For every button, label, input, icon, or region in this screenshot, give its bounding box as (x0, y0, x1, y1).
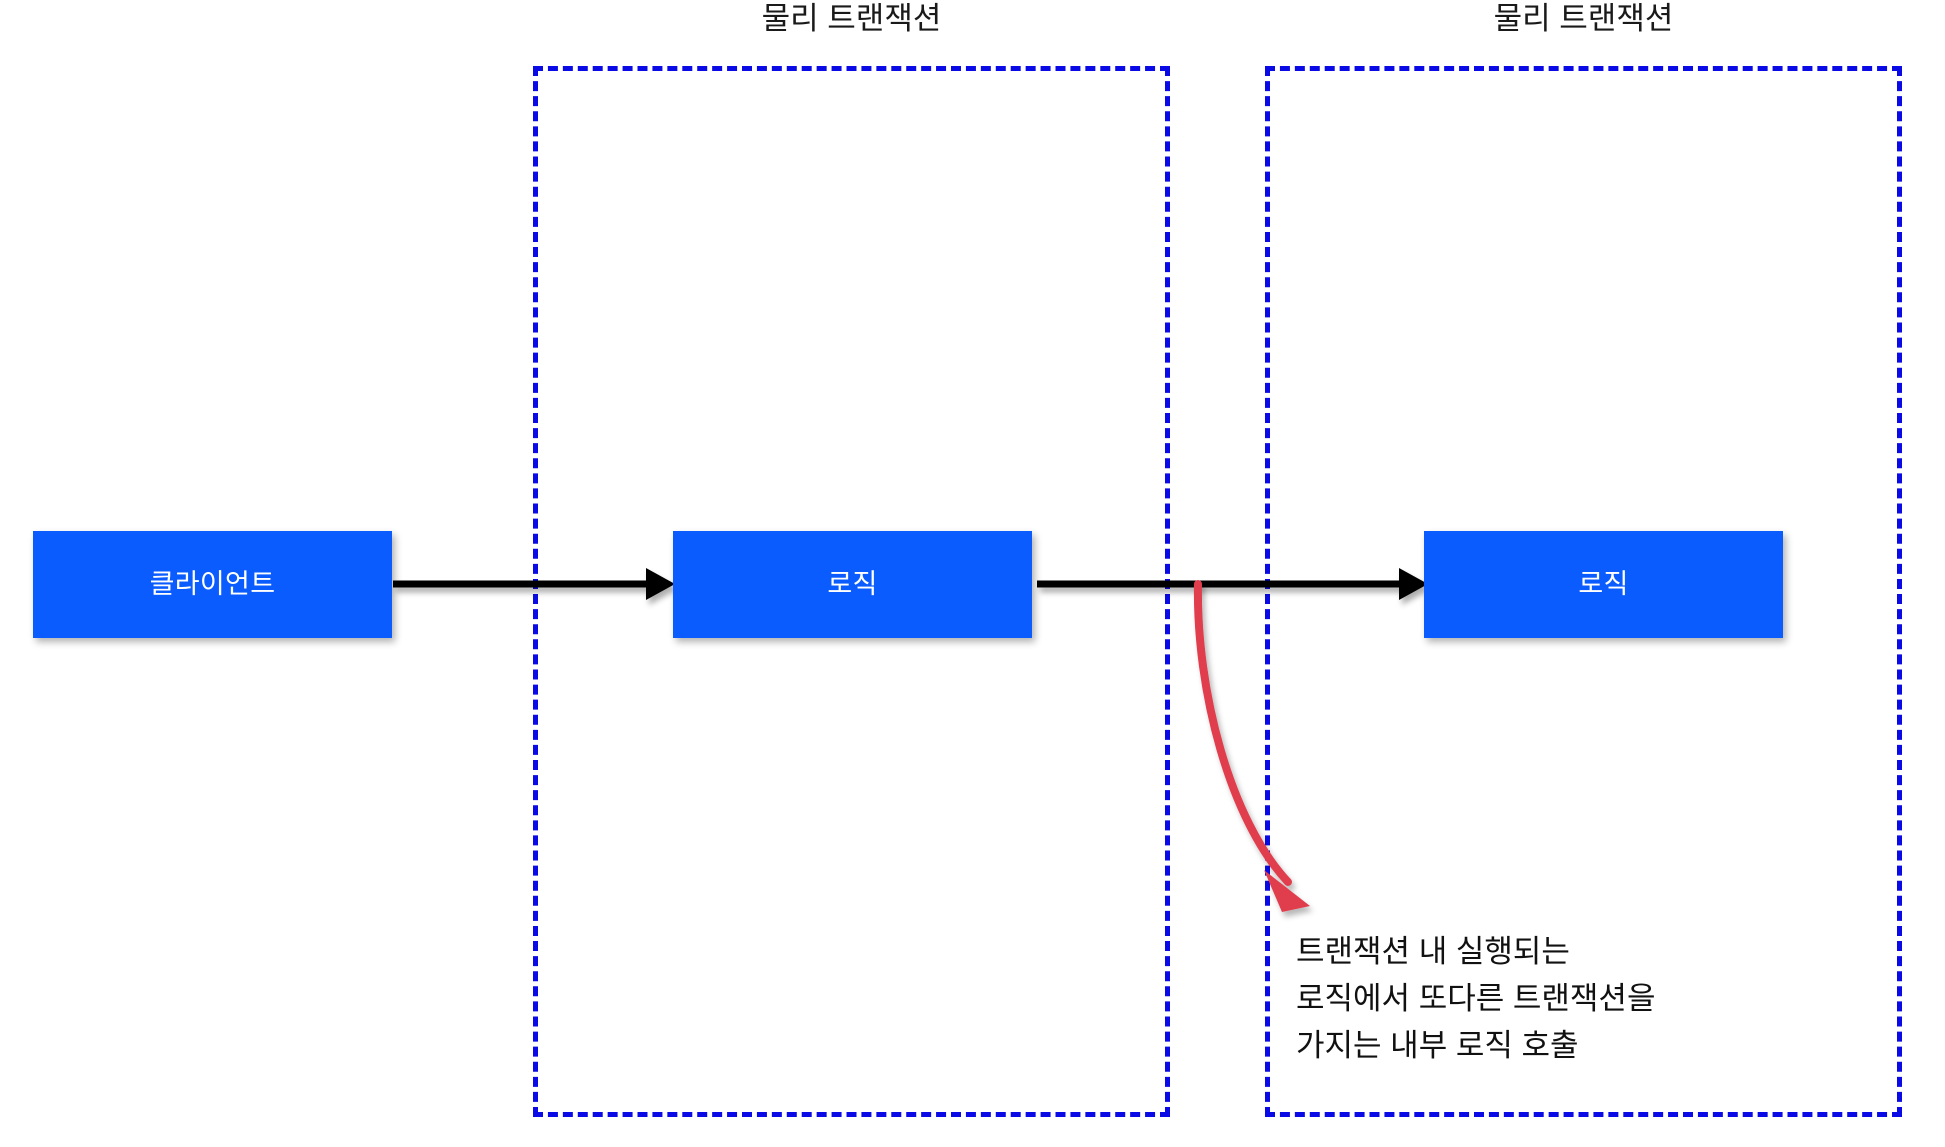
node-logic-2-label: 로직 (1578, 569, 1629, 600)
annotation-line-3: 가지는 내부 로직 호출 (1296, 1028, 1579, 1063)
node-logic-2[interactable]: 로직 (1424, 531, 1783, 638)
nested-transaction-callout-arrow (1193, 580, 1310, 912)
annotation-line-1: 트랜잭션 내 실행되는 (1296, 934, 1570, 969)
transaction-group-1-title: 물리 트랜잭션 (761, 1, 942, 36)
transaction-group-1-boundary (533, 66, 1170, 1117)
connector-logic-1-to-logic-2 (1037, 568, 1428, 600)
annotation-line-2: 로직에서 또다른 트랜잭션을 (1296, 981, 1656, 1016)
node-logic-1-label: 로직 (827, 569, 878, 600)
transaction-group-2-title: 물리 트랜잭션 (1493, 1, 1674, 36)
node-client-label: 클라이언트 (149, 569, 276, 600)
nested-transaction-annotation: 트랜잭션 내 실행되는 로직에서 또다른 트랜잭션을 가지는 내부 로직 호출 (1296, 928, 1655, 1069)
node-client[interactable]: 클라이언트 (33, 531, 392, 638)
transaction-group-1: 물리 트랜잭션 (533, 0, 1170, 1117)
transaction-group-2: 물리 트랜잭션 (1265, 0, 1902, 1117)
node-logic-1[interactable]: 로직 (673, 531, 1032, 638)
connector-client-to-logic-1 (393, 568, 675, 600)
transaction-group-2-boundary (1265, 66, 1902, 1117)
